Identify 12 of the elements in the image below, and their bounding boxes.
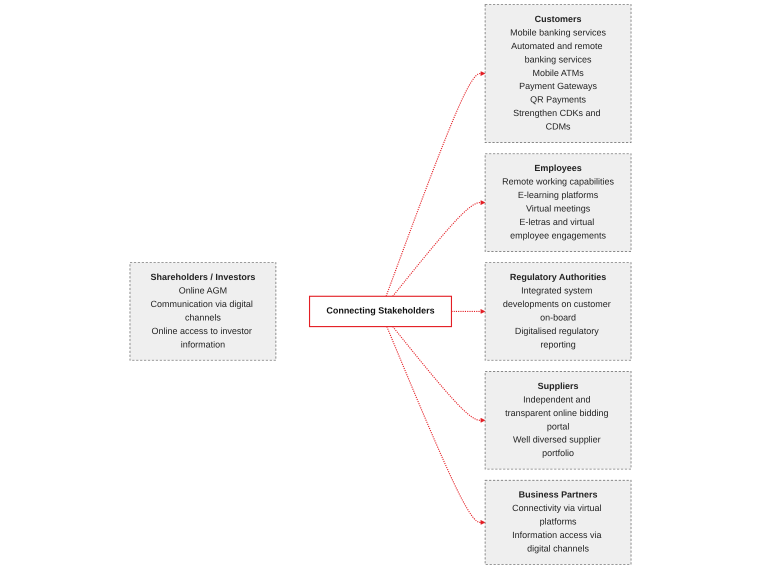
- node-box: Connecting Stakeholders: [308, 296, 452, 328]
- arrow: [392, 200, 486, 297]
- arrow: [386, 71, 486, 296]
- node-box: Employees Remote working capabilities E-learning platforms Virtual meetings E-letras and virtual employee engagements: [484, 153, 632, 252]
- node-box: Business Partners Connectivity via virtual platforms Information access via digital channels: [484, 480, 632, 565]
- node-box: Customers Mobile banking services Automated and remote banking services Mobile ATMs Payment Gateways QR Payments Strengthen CDKs and CDMs: [484, 4, 632, 143]
- node-box: Suppliers Independent and transparent online bidding portal Well diversed supplier portfolio: [484, 371, 632, 470]
- arrow: [386, 326, 486, 525]
- node-box: Shareholders / Investors Online AGM Communication via digital channels Online access to investor information: [130, 262, 276, 361]
- arrow: [451, 308, 486, 314]
- node-box: Regulatory Authorities Integrated system developments on customer on-board Digitalised regulatory reporting: [484, 262, 632, 361]
- arrow: [392, 326, 486, 423]
